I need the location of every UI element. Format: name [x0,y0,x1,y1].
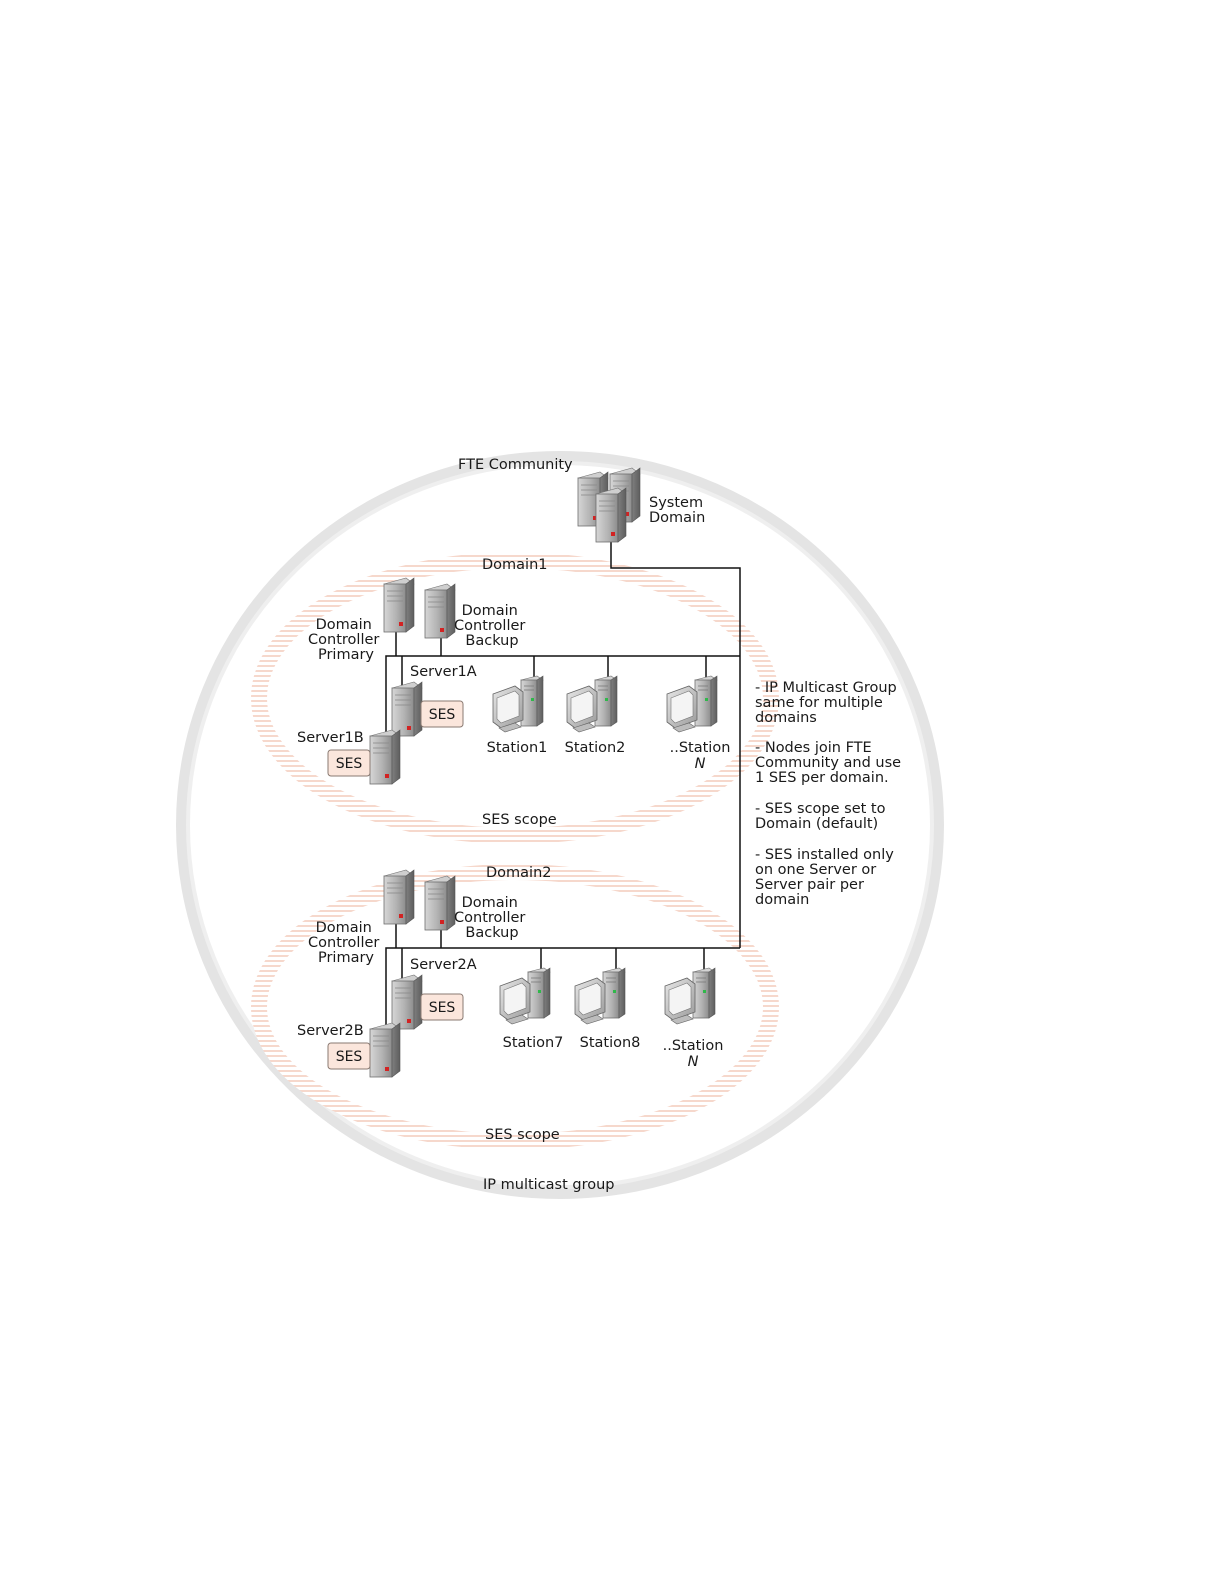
server1a-label: Server1A [410,664,477,680]
station2-icon [566,675,618,733]
dc-backup-label: Domain Controller Backup [454,603,530,649]
ses-badge: SES [420,993,464,1021]
dc-primary-label: Domain Controller Primary [308,920,384,966]
dc-primary-server-icon [383,577,415,633]
domain1-label: Domain1 [482,557,548,573]
station-label: Station7 [503,1035,564,1051]
note-item: - Nodes join FTE Community and use 1 SES… [755,740,906,786]
ses-scope-label: SES scope [482,812,557,828]
notes: - IP Multicast Group same for multiple d… [755,680,906,908]
station-label: Station2 [565,740,626,756]
system-server-icon [595,487,627,543]
note-item: - IP Multicast Group same for multiple d… [755,680,901,726]
system-domain-servers [577,467,641,543]
station-label-n: N [695,756,706,772]
svg-text:SES: SES [336,756,363,772]
ses-badge: SES [327,749,371,777]
domain2-label: Domain2 [486,865,552,881]
server2b-icon [369,1022,401,1078]
ip-multicast-ring [176,451,944,1199]
station-label-n: N [688,1054,699,1070]
fte-community-label: FTE Community [458,457,573,473]
svg-text:SES: SES [429,1000,456,1016]
station1-icon [492,675,544,733]
svg-text:SES: SES [336,1049,363,1065]
ip-multicast-group-label: IP multicast group [483,1177,615,1193]
station-label: ..Station [670,740,731,756]
server2b-label: Server2B [297,1023,364,1039]
station7-icon [499,967,551,1025]
note-item: - SES scope set to Domain (default) [755,801,890,832]
system-domain-label: System Domain [649,495,708,526]
server1b-label: Server1B [297,730,364,746]
dc-backup-label: Domain Controller Backup [454,895,530,941]
domain2-ring [251,864,779,1150]
station-n-icon [666,675,718,733]
ses-badge: SES [420,700,464,728]
dc-backup-server-icon [424,583,456,639]
dc-backup-server-icon [424,875,456,931]
note-item: - SES installed only on one Server or Se… [755,847,898,908]
dc-primary-server-icon [383,869,415,925]
station8-icon [574,967,626,1025]
server2a-icon [391,974,423,1030]
server1b-icon [369,729,401,785]
dc-primary-label: Domain Controller Primary [308,617,384,663]
ses-scope-label: SES scope [485,1127,560,1143]
server2a-label: Server2A [410,957,477,973]
station-label: Station1 [487,740,548,756]
domain1-ring [251,552,779,844]
station-label: Station8 [580,1035,641,1051]
ses-badge: SES [327,1042,371,1070]
station-n-icon [664,967,716,1025]
station-label: ..Station [663,1038,724,1054]
svg-text:SES: SES [429,707,456,723]
server1a-icon [391,681,423,737]
